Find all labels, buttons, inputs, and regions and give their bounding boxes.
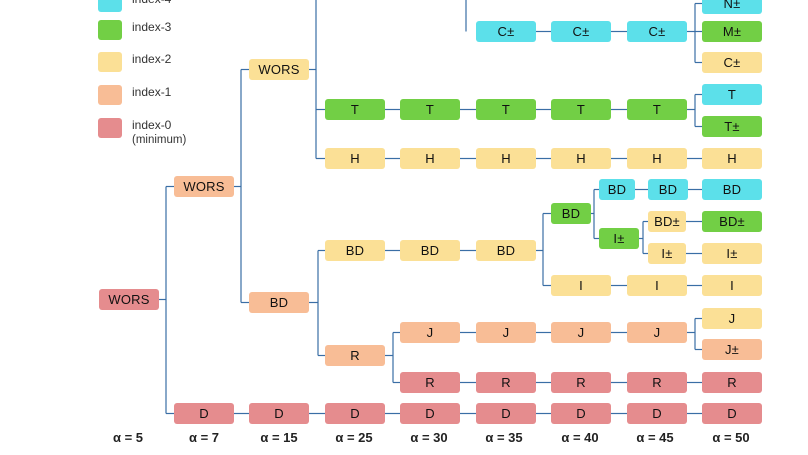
legend-label-index-1: index-1 <box>132 85 172 99</box>
legend-item-index-1: index-1 <box>98 85 171 105</box>
node-h50: H <box>702 148 762 169</box>
node-d7: D <box>174 403 234 424</box>
alpha-label: α = 15 <box>260 430 298 445</box>
node-ipm50: I± <box>702 243 762 264</box>
node-t50b: T± <box>702 116 762 137</box>
node-bd45a: BD <box>599 179 635 200</box>
node-c35: C± <box>627 21 687 42</box>
node-d30: D <box>400 403 460 424</box>
node-n1: N± <box>702 0 762 14</box>
node-ipm45: I± <box>648 243 686 264</box>
node-h30: H <box>400 148 460 169</box>
node-h40: H <box>551 148 611 169</box>
alpha-label: α = 5 <box>112 430 144 445</box>
alpha-label: α = 50 <box>712 430 750 445</box>
legend-sublabel-index-0: (minimum) <box>132 134 187 146</box>
legend-item-index-0: index-0 (minimum) <box>98 118 186 148</box>
alpha-label: α = 30 <box>410 430 448 445</box>
node-t25: T <box>325 99 385 120</box>
alpha-label: α = 40 <box>561 430 599 445</box>
legend-swatch-index-2 <box>98 52 122 72</box>
node-t30: T <box>400 99 460 120</box>
node-bd30: BD <box>400 240 460 261</box>
node-i40: I <box>551 275 611 296</box>
legend-item-index-2: index-2 <box>98 52 171 72</box>
node-j40: J <box>551 322 611 343</box>
node-c50: C± <box>702 52 762 73</box>
node-i45: I <box>627 275 687 296</box>
node-h25: H <box>325 148 385 169</box>
node-r25: R <box>325 345 385 366</box>
legend-label-index-4: index-4 <box>132 0 171 6</box>
node-ipm40: I± <box>599 228 639 249</box>
legend-label-index-3: index-3 <box>132 20 172 34</box>
node-d15: D <box>249 403 309 424</box>
legend-swatch-index-4 <box>98 0 122 12</box>
node-r40: R <box>551 372 611 393</box>
node-r45: R <box>627 372 687 393</box>
legend-item-index-3: index-3 <box>98 20 171 40</box>
node-r35: R <box>476 372 536 393</box>
node-h45: H <box>627 148 687 169</box>
node-wors15: WORS <box>249 59 309 80</box>
node-r50: R <box>702 372 762 393</box>
alpha-label: α = 7 <box>188 430 220 445</box>
node-r30: R <box>400 372 460 393</box>
node-jpm50: J± <box>702 339 762 360</box>
node-j50a: J <box>702 308 762 329</box>
node-bd50a: BD <box>702 179 762 200</box>
node-d35: D <box>476 403 536 424</box>
node-bd25: BD <box>325 240 385 261</box>
legend-label-index-2: index-2 <box>132 52 172 66</box>
node-bd40: BD <box>551 203 591 224</box>
legend-swatch-index-1 <box>98 85 122 105</box>
node-c25: C± <box>476 21 536 42</box>
node-wors5: WORS <box>99 289 159 310</box>
alpha-label: α = 25 <box>335 430 373 445</box>
node-bdpm50: BD± <box>702 211 762 232</box>
alpha-label: α = 35 <box>485 430 523 445</box>
node-bd35: BD <box>476 240 536 261</box>
legend-item-index-4: index-4 <box>98 0 171 12</box>
node-d50: D <box>702 403 762 424</box>
node-t40: T <box>551 99 611 120</box>
node-j35: J <box>476 322 536 343</box>
node-j45: J <box>627 322 687 343</box>
node-bdpm45: BD± <box>648 211 686 232</box>
node-m50: M± <box>702 21 762 42</box>
node-bd15: BD <box>249 292 309 313</box>
node-d40: D <box>551 403 611 424</box>
node-t50a: T <box>702 84 762 105</box>
node-t35: T <box>476 99 536 120</box>
node-t45: T <box>627 99 687 120</box>
node-bd45b: BD <box>648 179 688 200</box>
alpha-label: α = 45 <box>636 430 674 445</box>
node-h35: H <box>476 148 536 169</box>
legend-label-index-0: index-0 <box>132 118 172 132</box>
legend-swatch-index-0 <box>98 118 122 138</box>
node-c30: C± <box>551 21 611 42</box>
node-wors7: WORS <box>174 176 234 197</box>
node-d25: D <box>325 403 385 424</box>
node-d45: D <box>627 403 687 424</box>
legend-swatch-index-3 <box>98 20 122 40</box>
node-j30: J <box>400 322 460 343</box>
node-i50: I <box>702 275 762 296</box>
